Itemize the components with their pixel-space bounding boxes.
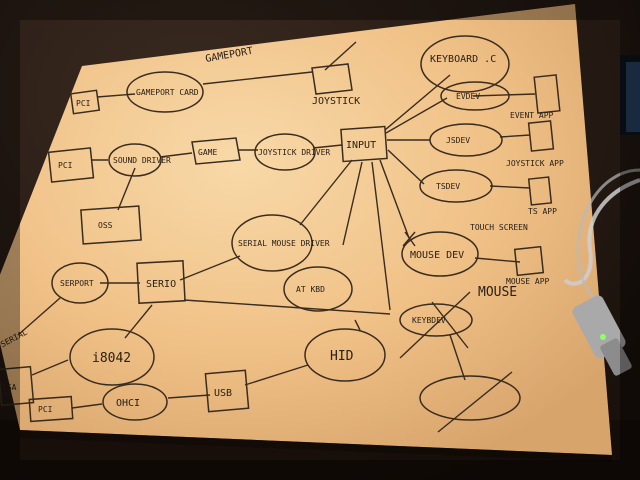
- label-touch-screen: TOUCH SCREEN: [470, 223, 528, 232]
- node-joystick: [311, 63, 353, 95]
- label-oss: OSS: [98, 221, 113, 230]
- node-keybdev: [399, 303, 473, 337]
- node-mouse-dev: [401, 231, 479, 277]
- node-oss: [80, 205, 142, 245]
- node-sound-driver: [108, 143, 162, 177]
- node-evdev: [440, 81, 510, 111]
- label-pci-bottom: PCI: [38, 405, 53, 414]
- node-jsdev: [429, 123, 503, 157]
- label-input: INPUT: [346, 140, 376, 151]
- node-pci-mid: [47, 147, 95, 183]
- label-game: GAME: [198, 148, 217, 157]
- node-ohci: [102, 383, 168, 421]
- node-keyboard-c: [420, 35, 510, 93]
- label-keybdev: KEYBDEV: [412, 316, 446, 325]
- node-serial-mouse-driver: [231, 214, 313, 272]
- label-mouse: MOUSE: [478, 285, 517, 300]
- node-input: [340, 125, 388, 163]
- label-pci-mid: PCI: [58, 161, 73, 170]
- node-js-app: [527, 120, 555, 152]
- label-mouse-app: MOUSE APP: [506, 277, 550, 286]
- label-jsdev: JSDEV: [446, 136, 470, 145]
- node-joystick-driver: [254, 133, 316, 171]
- label-evdev: EVDEV: [456, 92, 480, 101]
- label-tsdev: TSDEV: [436, 182, 460, 191]
- node-i8042: [69, 328, 155, 386]
- node-pci-top: [69, 89, 101, 115]
- node-bottom-ellipse: [419, 375, 521, 421]
- node-ts-app: [527, 176, 553, 206]
- node-tsdev: [419, 169, 493, 203]
- label-isa: ISA: [2, 383, 17, 392]
- label-usb: USB: [214, 388, 232, 399]
- label-serport: SERPORT: [60, 279, 94, 288]
- label-serial-mouse-driver: SERIAL MOUSE DRIVER: [238, 239, 330, 248]
- node-ev-app: [533, 74, 561, 114]
- cross-out-marks: [399, 231, 513, 433]
- node-isa: [0, 365, 35, 407]
- label-joystick: JOYSTICK: [312, 96, 360, 107]
- usb-cable: [563, 178, 640, 286]
- node-serio: [136, 260, 186, 304]
- label-pci-top: PCI: [76, 99, 91, 108]
- label-joystick-driver: JOYSTICK DRIVER: [258, 148, 330, 157]
- paper-shadow: [20, 430, 612, 462]
- label-ts-app: TS APP: [528, 207, 557, 216]
- label-gameport-card: GAMEPORT CARD: [136, 88, 199, 97]
- usb-plug-led: [600, 334, 606, 340]
- node-gameport-card: [126, 71, 204, 113]
- label-serio: SERIO: [146, 279, 176, 290]
- node-pci-bottom: [28, 395, 74, 423]
- usb-plug-tip: [600, 338, 632, 376]
- diagram-nodes: [0, 35, 561, 423]
- paper-sheet: [0, 4, 612, 455]
- label-ev-app: EVENT APP: [510, 111, 554, 120]
- node-at-kbd: [283, 266, 353, 312]
- label-mouse-dev: MOUSE DEV: [410, 250, 464, 261]
- label-hid: HID: [330, 349, 354, 364]
- label-keyboard-c: KEYBOARD .C: [430, 54, 496, 65]
- node-mouse-app: [513, 245, 545, 277]
- node-game: [191, 137, 241, 165]
- label-sound-driver: SOUND DRIVER: [113, 156, 171, 165]
- label-at-kbd: AT KBD: [296, 285, 325, 294]
- node-serport: [51, 262, 109, 304]
- label-js-app: JOYSTICK APP: [506, 159, 564, 168]
- label-ohci: OHCI: [116, 398, 140, 409]
- monitor-screen: [626, 62, 640, 132]
- node-hid: [304, 328, 386, 382]
- diagram-edges: [17, 41, 536, 409]
- label-i8042: i8042: [92, 351, 131, 366]
- node-usb: [204, 369, 250, 413]
